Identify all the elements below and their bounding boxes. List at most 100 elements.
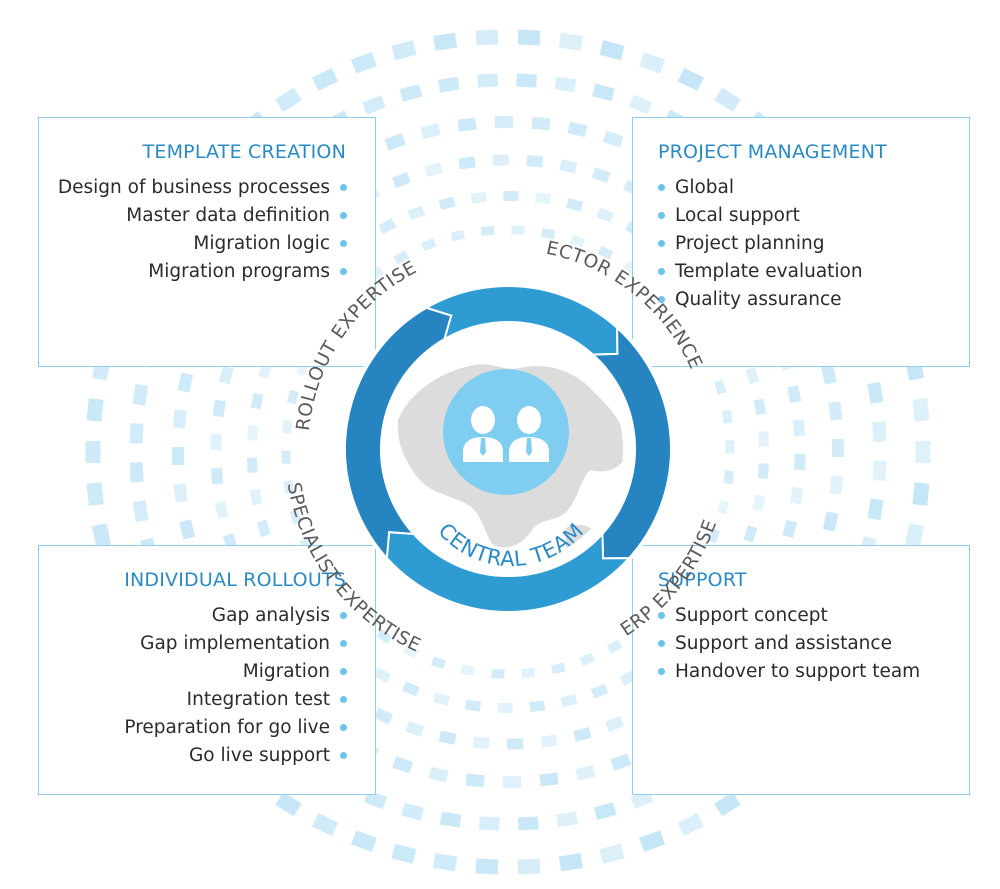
list-item: Quality assurance	[658, 286, 863, 314]
project-management-list: Global Local support Project planning Te…	[658, 174, 863, 314]
pattern-dash	[507, 738, 524, 750]
pattern-dash	[424, 162, 443, 177]
list-item: Gap implementation	[124, 630, 347, 658]
pattern-dash	[428, 766, 449, 783]
pattern-dash	[91, 523, 112, 548]
pattern-dash	[590, 683, 609, 699]
pattern-dash	[790, 486, 804, 505]
pattern-dash	[477, 73, 499, 88]
pattern-dash	[433, 853, 458, 872]
pattern-dash	[822, 511, 839, 532]
pattern-dash	[534, 192, 552, 205]
pattern-dash	[714, 379, 727, 395]
pattern-dash	[472, 736, 490, 750]
bullet-dot-icon	[658, 295, 665, 303]
pattern-dash	[491, 669, 505, 679]
pattern-dash	[753, 398, 767, 416]
pattern-dash	[250, 392, 264, 410]
pattern-dash	[275, 87, 302, 112]
pattern-dash	[312, 67, 339, 91]
pattern-dash	[438, 196, 456, 210]
project-management-title: PROJECT MANAGEMENT	[658, 141, 887, 163]
pattern-dash	[475, 29, 499, 46]
pattern-dash	[373, 707, 393, 725]
pattern-dash	[210, 467, 224, 485]
pattern-dash	[391, 843, 417, 864]
list-item: Master data definition	[58, 202, 347, 230]
pattern-dash	[516, 73, 537, 88]
pattern-dash	[129, 461, 144, 483]
bullet-dot-icon	[340, 267, 347, 275]
pattern-dash	[391, 40, 417, 61]
pattern-dash	[283, 480, 295, 495]
pattern-dash	[362, 95, 386, 115]
pattern-dash	[639, 830, 666, 853]
bullet-dot-icon	[658, 639, 665, 647]
bullet-dot-icon	[658, 667, 665, 675]
pattern-dash	[539, 772, 559, 787]
pattern-dash	[605, 715, 625, 732]
template-creation-title: TEMPLATE CREATION	[142, 141, 346, 163]
pattern-dash	[829, 475, 844, 495]
pattern-dash	[376, 628, 393, 644]
list-item: Migration	[124, 658, 347, 686]
pattern-dash	[350, 51, 377, 74]
pattern-dash	[828, 401, 843, 421]
pattern-dash	[212, 399, 226, 418]
pattern-dash	[831, 438, 845, 458]
pattern-dash	[597, 245, 614, 260]
pattern-dash	[556, 811, 579, 828]
list-item: Handover to support team	[658, 658, 920, 686]
bullet-dot-icon	[658, 183, 665, 191]
pattern-dash	[401, 802, 424, 821]
pattern-dash	[757, 463, 769, 479]
pattern-dash	[464, 699, 482, 712]
pattern-dash	[438, 730, 457, 745]
pattern-dash	[550, 662, 566, 675]
pattern-dash	[606, 639, 623, 654]
pattern-dash	[521, 668, 536, 679]
pattern-dash	[312, 813, 339, 837]
pattern-dash	[602, 130, 624, 148]
pattern-dash	[179, 519, 196, 540]
pattern-dash	[177, 372, 194, 393]
list-item: Preparation for go live	[124, 714, 347, 742]
pattern-dash	[407, 205, 426, 221]
pattern-dash	[497, 702, 513, 714]
pattern-dash	[531, 116, 551, 131]
pattern-dash	[275, 792, 302, 817]
pattern-dash	[458, 156, 476, 170]
list-item: Template evaluation	[658, 258, 863, 286]
pattern-dash	[872, 460, 887, 481]
pattern-dash	[475, 858, 499, 875]
pattern-dash	[86, 482, 104, 506]
bullet-dot-icon	[340, 183, 347, 191]
bullet-dot-icon	[340, 239, 347, 247]
individual-rollouts-title: INDIVIDUAL ROLLOUTS	[124, 569, 346, 591]
list-item: Migration logic	[58, 230, 347, 258]
expertise-ring	[344, 285, 672, 613]
project-management-box: PROJECT MANAGEMENT Global Local support …	[632, 117, 970, 367]
pattern-dash	[714, 792, 741, 817]
list-item: Support concept	[658, 602, 920, 630]
pattern-dash	[384, 133, 406, 151]
pattern-dash	[450, 229, 466, 242]
pattern-dash	[565, 198, 584, 212]
bullet-dot-icon	[340, 667, 347, 675]
list-item: Design of business processes	[58, 174, 347, 202]
pattern-dash	[437, 76, 460, 93]
pattern-dash	[171, 446, 185, 466]
pattern-dash	[494, 115, 514, 129]
pattern-dash	[560, 694, 578, 708]
pattern-dash	[289, 509, 302, 525]
pattern-dash	[480, 225, 495, 236]
pattern-dash	[540, 734, 558, 748]
support-box: SUPPORT Support concept Support and assi…	[632, 545, 970, 795]
pattern-dash	[554, 76, 577, 93]
pattern-dash	[575, 764, 596, 781]
pattern-dash	[526, 154, 544, 168]
pattern-dash	[246, 457, 258, 473]
pattern-dash	[517, 29, 541, 46]
pattern-dash	[782, 519, 798, 539]
